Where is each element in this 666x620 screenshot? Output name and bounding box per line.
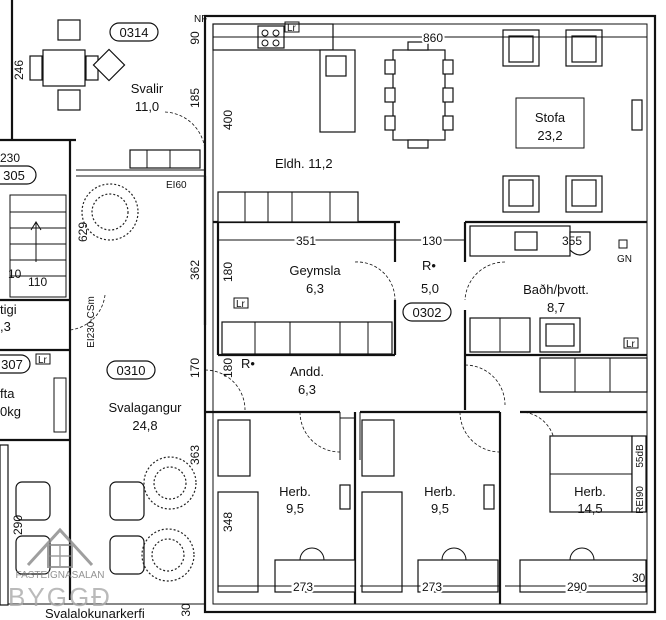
- dim-348: 348: [221, 512, 235, 532]
- mark-lr-stair: Lr: [38, 355, 48, 366]
- mark-nf: NF: [194, 14, 207, 25]
- unit-tags: 0314 305 0302 307 0310: [0, 22, 452, 380]
- tag-307: 307: [1, 357, 23, 372]
- dim-90: 90: [188, 31, 202, 45]
- room-area-bad: 8,7: [547, 300, 565, 315]
- dim-273a: 273: [293, 580, 313, 594]
- dim-351: 351: [296, 234, 316, 248]
- tag-0302: 0302: [413, 305, 442, 320]
- room-area-lyfta: 0kg: [0, 404, 21, 419]
- dim-355: 355: [562, 234, 582, 248]
- mark-lr-kitchen: Lr: [287, 23, 297, 34]
- dimensions: 860 351 130 355 246 185 400 90 362 180 1…: [0, 29, 647, 617]
- dim-180b: 180: [221, 358, 235, 378]
- watermark-logo: FASTEIGNASALAN BYGGÐ: [8, 527, 112, 612]
- room-name-andd: Andd.: [290, 364, 324, 379]
- room-name-svalagangur: Svalagangur: [109, 400, 183, 415]
- room-area-stofa: 23,2: [537, 128, 562, 143]
- dim-290b: 290: [567, 580, 587, 594]
- tag-0314: 0314: [120, 25, 149, 40]
- tag-0310: 0310: [117, 363, 146, 378]
- mark-gn: GN: [617, 254, 632, 265]
- logo-top-text: FASTEIGNASALAN: [16, 570, 105, 581]
- logo-bottom-text: BYGGÐ: [8, 582, 112, 612]
- room-label-eldhus: Eldh. 11,2: [275, 156, 333, 171]
- room-area-geymsla: 6,3: [306, 281, 324, 296]
- mark-lr-geymsla: Lr: [236, 299, 246, 310]
- dim-363: 363: [188, 445, 202, 465]
- mark-rei90: REI90: [635, 486, 646, 514]
- cut-text: Svalalokunarkerfi: [45, 606, 145, 620]
- room-area-stigi: ,3: [0, 319, 11, 334]
- dim-55db: 55dB: [635, 444, 646, 468]
- dim-130: 130: [422, 234, 442, 248]
- room-name-svalir: Svalir: [131, 81, 164, 96]
- mark-lr-bad: Lr: [626, 339, 636, 350]
- room-area-hall: 5,0: [421, 281, 439, 296]
- room-name-stigi: tigi: [0, 302, 17, 317]
- mark-r-hall: R•: [422, 258, 436, 273]
- room-area-herb3: 14,5: [577, 501, 602, 516]
- room-labels: Stofa 23,2 Eldh. 11,2 Svalir 11,0 Geymsl…: [0, 81, 606, 516]
- room-name-bad: Baðh/þvott.: [523, 282, 589, 297]
- trees: [81, 183, 197, 582]
- mark-ei230: EI230-CSm: [86, 296, 97, 348]
- room-name-herb1: Herb.: [279, 484, 311, 499]
- dim-180a: 180: [221, 262, 235, 282]
- dim-246: 246: [12, 60, 26, 80]
- room-area-svalir: 11,0: [135, 99, 159, 114]
- room-name-herb3: Herb.: [574, 484, 606, 499]
- mark-ei60: EI60: [166, 180, 187, 191]
- room-name-lyfta: fta: [0, 386, 15, 401]
- dim-362: 362: [188, 260, 202, 280]
- dim-290a: 290: [11, 515, 25, 535]
- room-name-geymsla: Geymsla: [289, 263, 341, 278]
- dim-230: 230: [0, 151, 20, 165]
- mark-r-andd: R•: [241, 356, 255, 371]
- dim-185: 185: [188, 88, 202, 108]
- dim-400: 400: [221, 110, 235, 130]
- room-area-herb1: 9,5: [286, 501, 304, 516]
- room-area-andd: 6,3: [298, 382, 316, 397]
- dim-30b: 30: [179, 603, 193, 617]
- door-swings: [69, 111, 556, 453]
- dim-30a: 30: [632, 571, 646, 585]
- room-name-herb2: Herb.: [424, 484, 456, 499]
- dim-629: 629: [76, 222, 90, 242]
- room-name-stofa: Stofa: [535, 110, 566, 125]
- dim-170: 170: [188, 358, 202, 378]
- room-area-herb2: 9,5: [431, 501, 449, 516]
- tag-305: 305: [3, 168, 25, 183]
- room-area-svalagangur: 24,8: [132, 418, 157, 433]
- marks: Lr Lr Lr Lr NF EI60 EI230-CSm REI90 GN R…: [35, 14, 646, 514]
- dim-110: 110: [28, 275, 47, 289]
- dim-10: 10: [8, 267, 22, 281]
- dim-860: 860: [423, 31, 443, 45]
- dim-273b: 273: [422, 580, 442, 594]
